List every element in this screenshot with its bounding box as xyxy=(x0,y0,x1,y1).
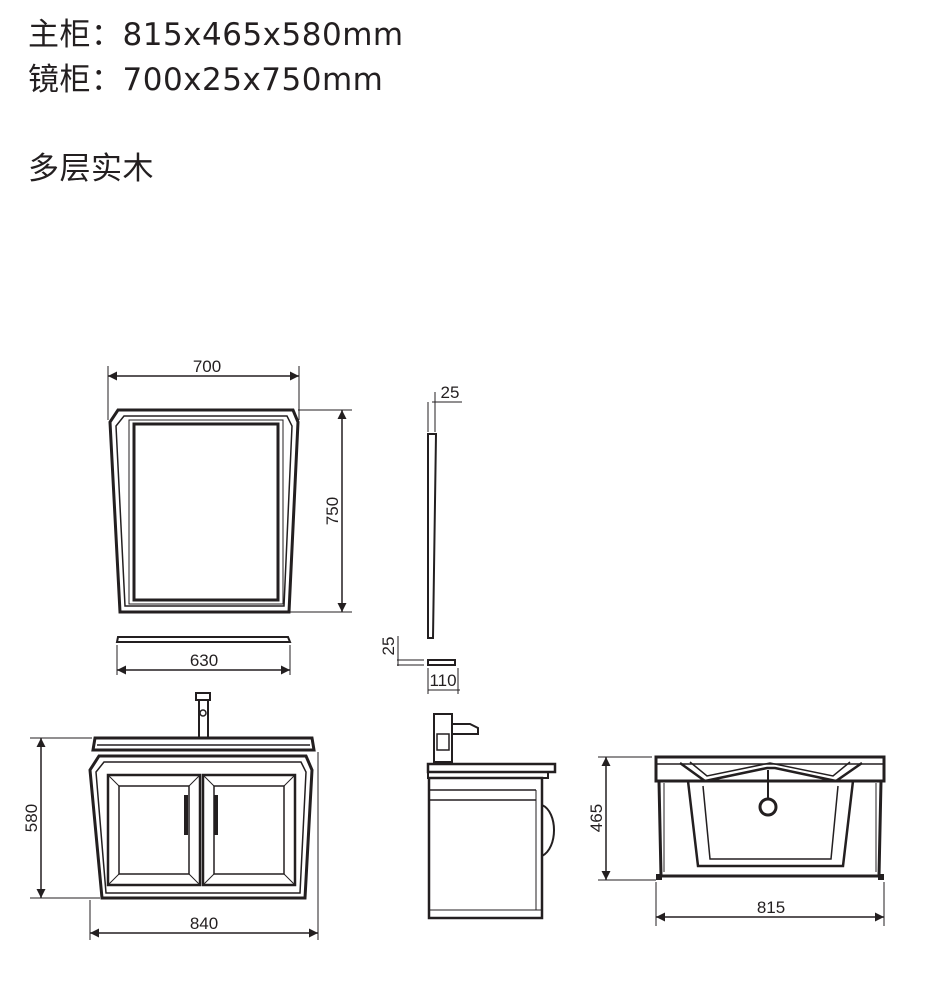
material-label: 多层实木 xyxy=(28,151,154,187)
cabinet-height-dimension: 580 xyxy=(22,738,46,898)
mirror-height-dimension: 750 xyxy=(323,410,347,612)
cabinet-side-view xyxy=(426,713,557,920)
mirror-thickness-label: 25 xyxy=(441,383,460,402)
mirror-shelf-width-label: 630 xyxy=(190,651,218,670)
door-handle-right xyxy=(214,795,218,835)
mirror-width-dimension: 700 xyxy=(108,357,299,381)
drain-icon xyxy=(758,797,778,817)
mirror-side-view: 25 25 110 xyxy=(379,383,462,694)
basin-width-dimension: 815 xyxy=(656,898,884,922)
door-handle-left xyxy=(184,795,188,835)
cabinet-width-dimension: 840 xyxy=(90,914,318,938)
basin-top-view xyxy=(598,755,886,926)
basin-depth-label: 465 xyxy=(587,804,606,832)
mirror-height-label: 750 xyxy=(323,497,342,525)
mirror-width-label: 700 xyxy=(193,357,221,376)
basin-width-label: 815 xyxy=(757,898,785,917)
shelf-thickness-label: 25 xyxy=(379,637,398,656)
mirror-shelf-view: 630 xyxy=(115,636,292,675)
mirror-cabinet-spec: 镜柜：700x25x750mm xyxy=(28,62,384,98)
shelf-depth-label: 110 xyxy=(429,671,456,690)
cabinet-front-view xyxy=(30,692,319,940)
mirror-front-view xyxy=(107,366,352,614)
basin-depth-dimension: 465 xyxy=(587,757,611,880)
cabinet-width-label: 840 xyxy=(190,914,218,933)
main-cabinet-spec: 主柜：815x465x580mm xyxy=(28,17,404,53)
cabinet-height-label: 580 xyxy=(22,804,41,832)
